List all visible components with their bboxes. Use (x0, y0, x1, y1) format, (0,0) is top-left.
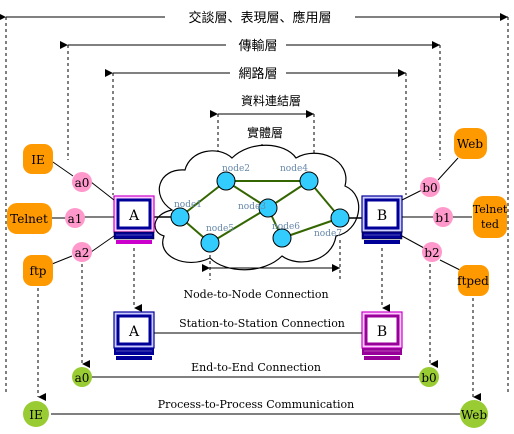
svg-text:ftp: ftp (30, 264, 47, 278)
host-a-label: A (128, 208, 140, 224)
node-node2: node2 (216, 164, 250, 191)
svg-text:b2: b2 (424, 246, 439, 260)
node-label: node5 (206, 224, 234, 234)
node-label: node7 (314, 229, 342, 239)
node-node6: node6 (272, 222, 300, 248)
svg-text:b1: b1 (435, 211, 450, 225)
port-b1: b1 (433, 207, 453, 227)
node-label: node1 (174, 200, 202, 210)
end-app-web: Web (460, 400, 488, 428)
host-b-lower-label: B (377, 324, 387, 340)
host-a-lower-computer: A (113, 311, 155, 360)
port-a1: a1 (65, 208, 85, 228)
label-process-to-process: Process-to-Process Communication (158, 398, 354, 411)
svg-text:a0: a0 (75, 371, 90, 385)
svg-text:Web: Web (461, 408, 487, 422)
layer-span-transport: 傳輸層 (60, 35, 441, 160)
port-b0: b0 (420, 177, 440, 197)
host-a-port-links (49, 159, 115, 265)
app-ie: IE (23, 144, 53, 174)
label-station-to-station: Station-to-Station Connection (179, 317, 345, 330)
app-telnet-a: Telnet (7, 203, 52, 234)
host-b-label: B (377, 208, 387, 224)
host-b-computer: B (349, 195, 403, 244)
app-web: Web (454, 128, 487, 159)
label-node-to-node: Node-to-Node Connection (183, 288, 328, 301)
node-label: node2 (222, 164, 250, 174)
end-port-b0: b0 (419, 367, 439, 387)
svg-text:a0: a0 (75, 176, 90, 190)
app-telnet-ted-line1: Telnet (473, 203, 508, 216)
app-telnet-ted-line2: ted (481, 218, 499, 231)
node-node5: node5 (200, 224, 234, 253)
port-b2: b2 (422, 242, 442, 262)
svg-text:b0: b0 (421, 371, 436, 385)
app-telnet-ted: Telnet ted (473, 196, 508, 238)
svg-text:a1: a1 (68, 212, 83, 226)
app-ftped: ftped (457, 265, 489, 296)
host-a-computer: A (113, 195, 171, 244)
svg-text:Telnet: Telnet (10, 212, 48, 226)
node-label: node6 (272, 222, 300, 232)
node-label: node4 (280, 164, 308, 174)
layer-span-network: 網路層 (105, 64, 407, 195)
app-ftp: ftp (23, 255, 53, 286)
host-b-lower-computer: B (361, 311, 403, 360)
node-label: node3 (238, 202, 266, 212)
node-node4: node4 (280, 164, 319, 191)
node-node3: node3 (238, 198, 278, 218)
layer-label-transport: 傳輸層 (238, 39, 277, 54)
layer-label-physical: 實體層 (247, 125, 283, 140)
layer-label-app: 交談層、表現層、應用層 (188, 10, 331, 26)
label-end-to-end: End-to-End Connection (191, 361, 321, 374)
svg-text:IE: IE (31, 153, 45, 167)
port-a2: a2 (72, 242, 92, 262)
layer-span-app: 交談層、表現層、應用層 (0, 6, 509, 395)
host-a-lower-label: A (128, 324, 140, 340)
end-app-ie: IE (23, 401, 49, 427)
svg-text:ftped: ftped (457, 274, 489, 288)
svg-text:a2: a2 (75, 246, 90, 260)
end-port-a0: a0 (72, 367, 92, 387)
layer-label-network: 網路層 (238, 66, 277, 82)
svg-text:Web: Web (457, 137, 483, 151)
layer-label-datalink: 資料連結層 (241, 94, 301, 108)
port-a0: a0 (72, 172, 92, 192)
svg-text:b0: b0 (422, 181, 437, 195)
svg-text:IE: IE (29, 408, 43, 422)
host-b-port-links (401, 157, 472, 271)
